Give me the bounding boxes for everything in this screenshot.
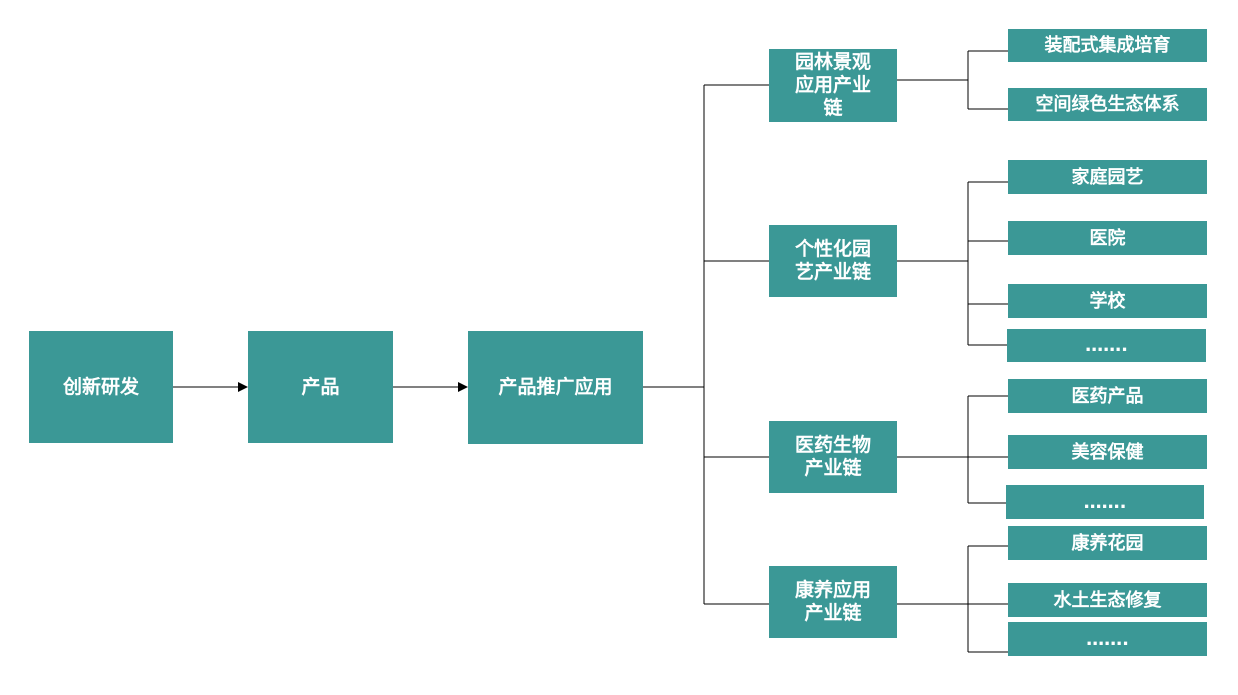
leaf-node: 水土生态修复 [1008,583,1207,617]
leaf-node: 医药产品 [1008,379,1207,413]
leaf-node: 康养花园 [1008,526,1207,560]
leaf-node: 美容保健 [1008,435,1207,469]
leaf-node: ……. [1006,485,1204,519]
leaf-node: 空间绿色生态体系 [1008,88,1207,121]
leaf-node: 学校 [1008,284,1207,318]
product-node: 产品 [248,331,393,443]
promotion-node: 产品推广应用 [468,331,643,444]
chain-landscape: 园林景观 应用产业 链 [769,49,897,122]
research-node: 创新研发 [29,331,173,443]
chain-biomedical: 医药生物 产业链 [769,421,897,493]
leaf-node: 家庭园艺 [1008,160,1207,194]
chain-wellness: 康养应用 产业链 [769,566,897,638]
leaf-node: ……. [1007,329,1206,362]
leaf-node: 装配式集成培育 [1008,29,1207,62]
chain-horticulture: 个性化园 艺产业链 [769,225,897,297]
leaf-node: ……. [1008,622,1207,656]
leaf-node: 医院 [1008,221,1207,255]
